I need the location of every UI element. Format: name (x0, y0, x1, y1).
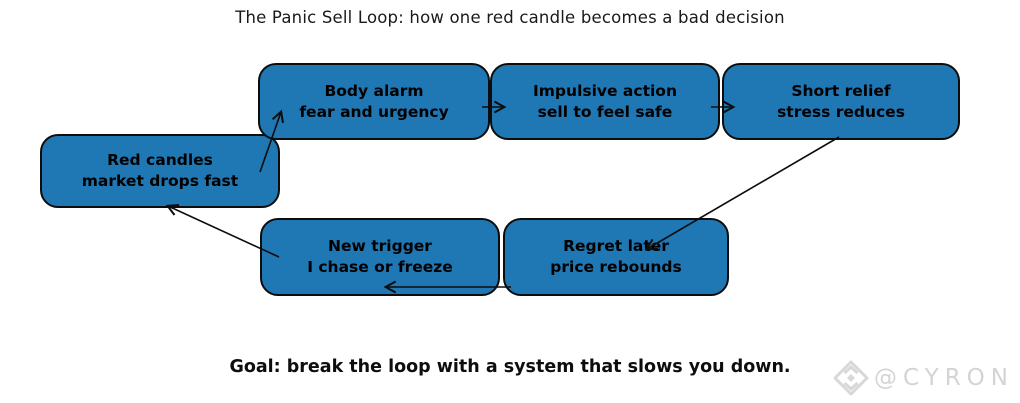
node-regret-later: Regret later price rebounds (503, 218, 729, 296)
node-new-trigger-line1: New trigger (328, 237, 432, 255)
node-regret-later-line2: price rebounds (550, 258, 682, 276)
node-new-trigger-line2: I chase or freeze (307, 258, 453, 276)
node-short-relief-line1: Short relief (791, 81, 891, 100)
watermark: @CYRON (832, 359, 1014, 397)
node-regret-later-line1: Regret later (563, 237, 669, 255)
watermark-handle: @CYRON (874, 365, 1014, 391)
diamond-logo-icon (833, 360, 869, 396)
node-body-alarm-line1: Body alarm (324, 81, 424, 100)
node-red-candles-line1: Red candles (107, 151, 213, 169)
goal-caption: Goal: break the loop with a system that … (229, 357, 791, 377)
node-body-alarm: Body alarm fear and urgency (258, 63, 490, 140)
node-impulsive-action-line2: sell to feel safe (537, 102, 673, 121)
diagram-title: The Panic Sell Loop: how one red candle … (235, 8, 785, 27)
node-new-trigger: New trigger I chase or freeze (260, 218, 500, 296)
node-red-candles: Red candles market drops fast (40, 134, 280, 208)
node-short-relief-line2: stress reduces (777, 102, 905, 121)
node-body-alarm-line2: fear and urgency (299, 102, 449, 121)
node-impulsive-action-line1: Impulsive action (533, 81, 677, 100)
node-impulsive-action: Impulsive action sell to feel safe (490, 63, 720, 140)
node-short-relief: Short relief stress reduces (722, 63, 960, 140)
node-red-candles-line2: market drops fast (81, 172, 239, 190)
